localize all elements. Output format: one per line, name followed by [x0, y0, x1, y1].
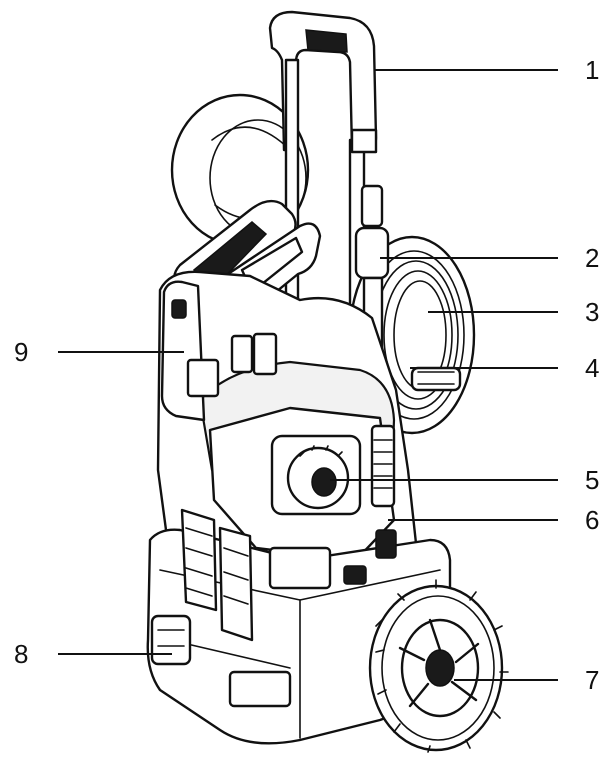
- callout-leaders: [58, 69, 558, 681]
- power-switch-knob: [270, 434, 362, 516]
- callout-label-8: 8: [14, 639, 28, 669]
- callout-label-2: 2: [585, 243, 599, 273]
- callout-label-6: 6: [585, 505, 599, 535]
- callout-label-3: 3: [585, 297, 599, 327]
- high-pressure-outlet: [343, 424, 397, 585]
- callout-label-1: 1: [585, 55, 599, 85]
- callout-label-7: 7: [585, 665, 599, 695]
- callout-label-9: 9: [14, 337, 28, 367]
- rear-carry-grip: [150, 614, 192, 666]
- callout-labels: 1 2 3 4 5 6 7 8 9: [14, 55, 599, 695]
- callout-label-4: 4: [585, 353, 599, 383]
- callout-label-5: 5: [585, 465, 599, 495]
- side-accessory-holder: [160, 280, 278, 422]
- wheel: [368, 579, 509, 753]
